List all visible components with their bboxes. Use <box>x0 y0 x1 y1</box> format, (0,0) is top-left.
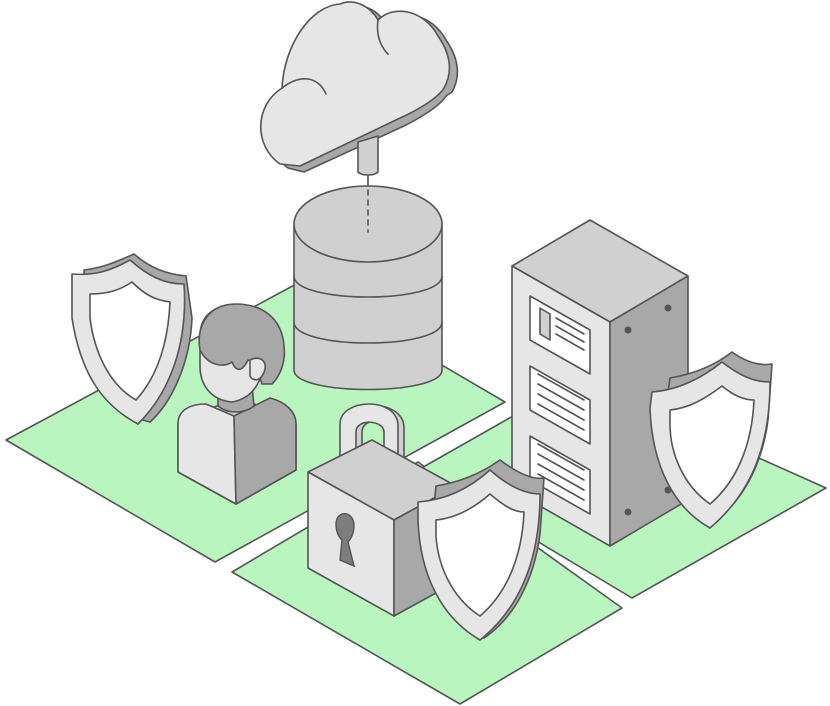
cloud-icon <box>260 1 459 233</box>
shield-icon-left <box>71 253 193 425</box>
server-rack-icon <box>511 219 689 547</box>
server-panel-3 <box>529 435 591 515</box>
shield-icon-bottom <box>417 459 545 641</box>
server-panel-2 <box>529 365 591 445</box>
keyhole-icon <box>335 513 356 568</box>
database-icon <box>293 179 443 391</box>
user-icon <box>177 303 297 505</box>
server-panel-1 <box>529 295 591 375</box>
shield-icon-right <box>649 351 773 529</box>
